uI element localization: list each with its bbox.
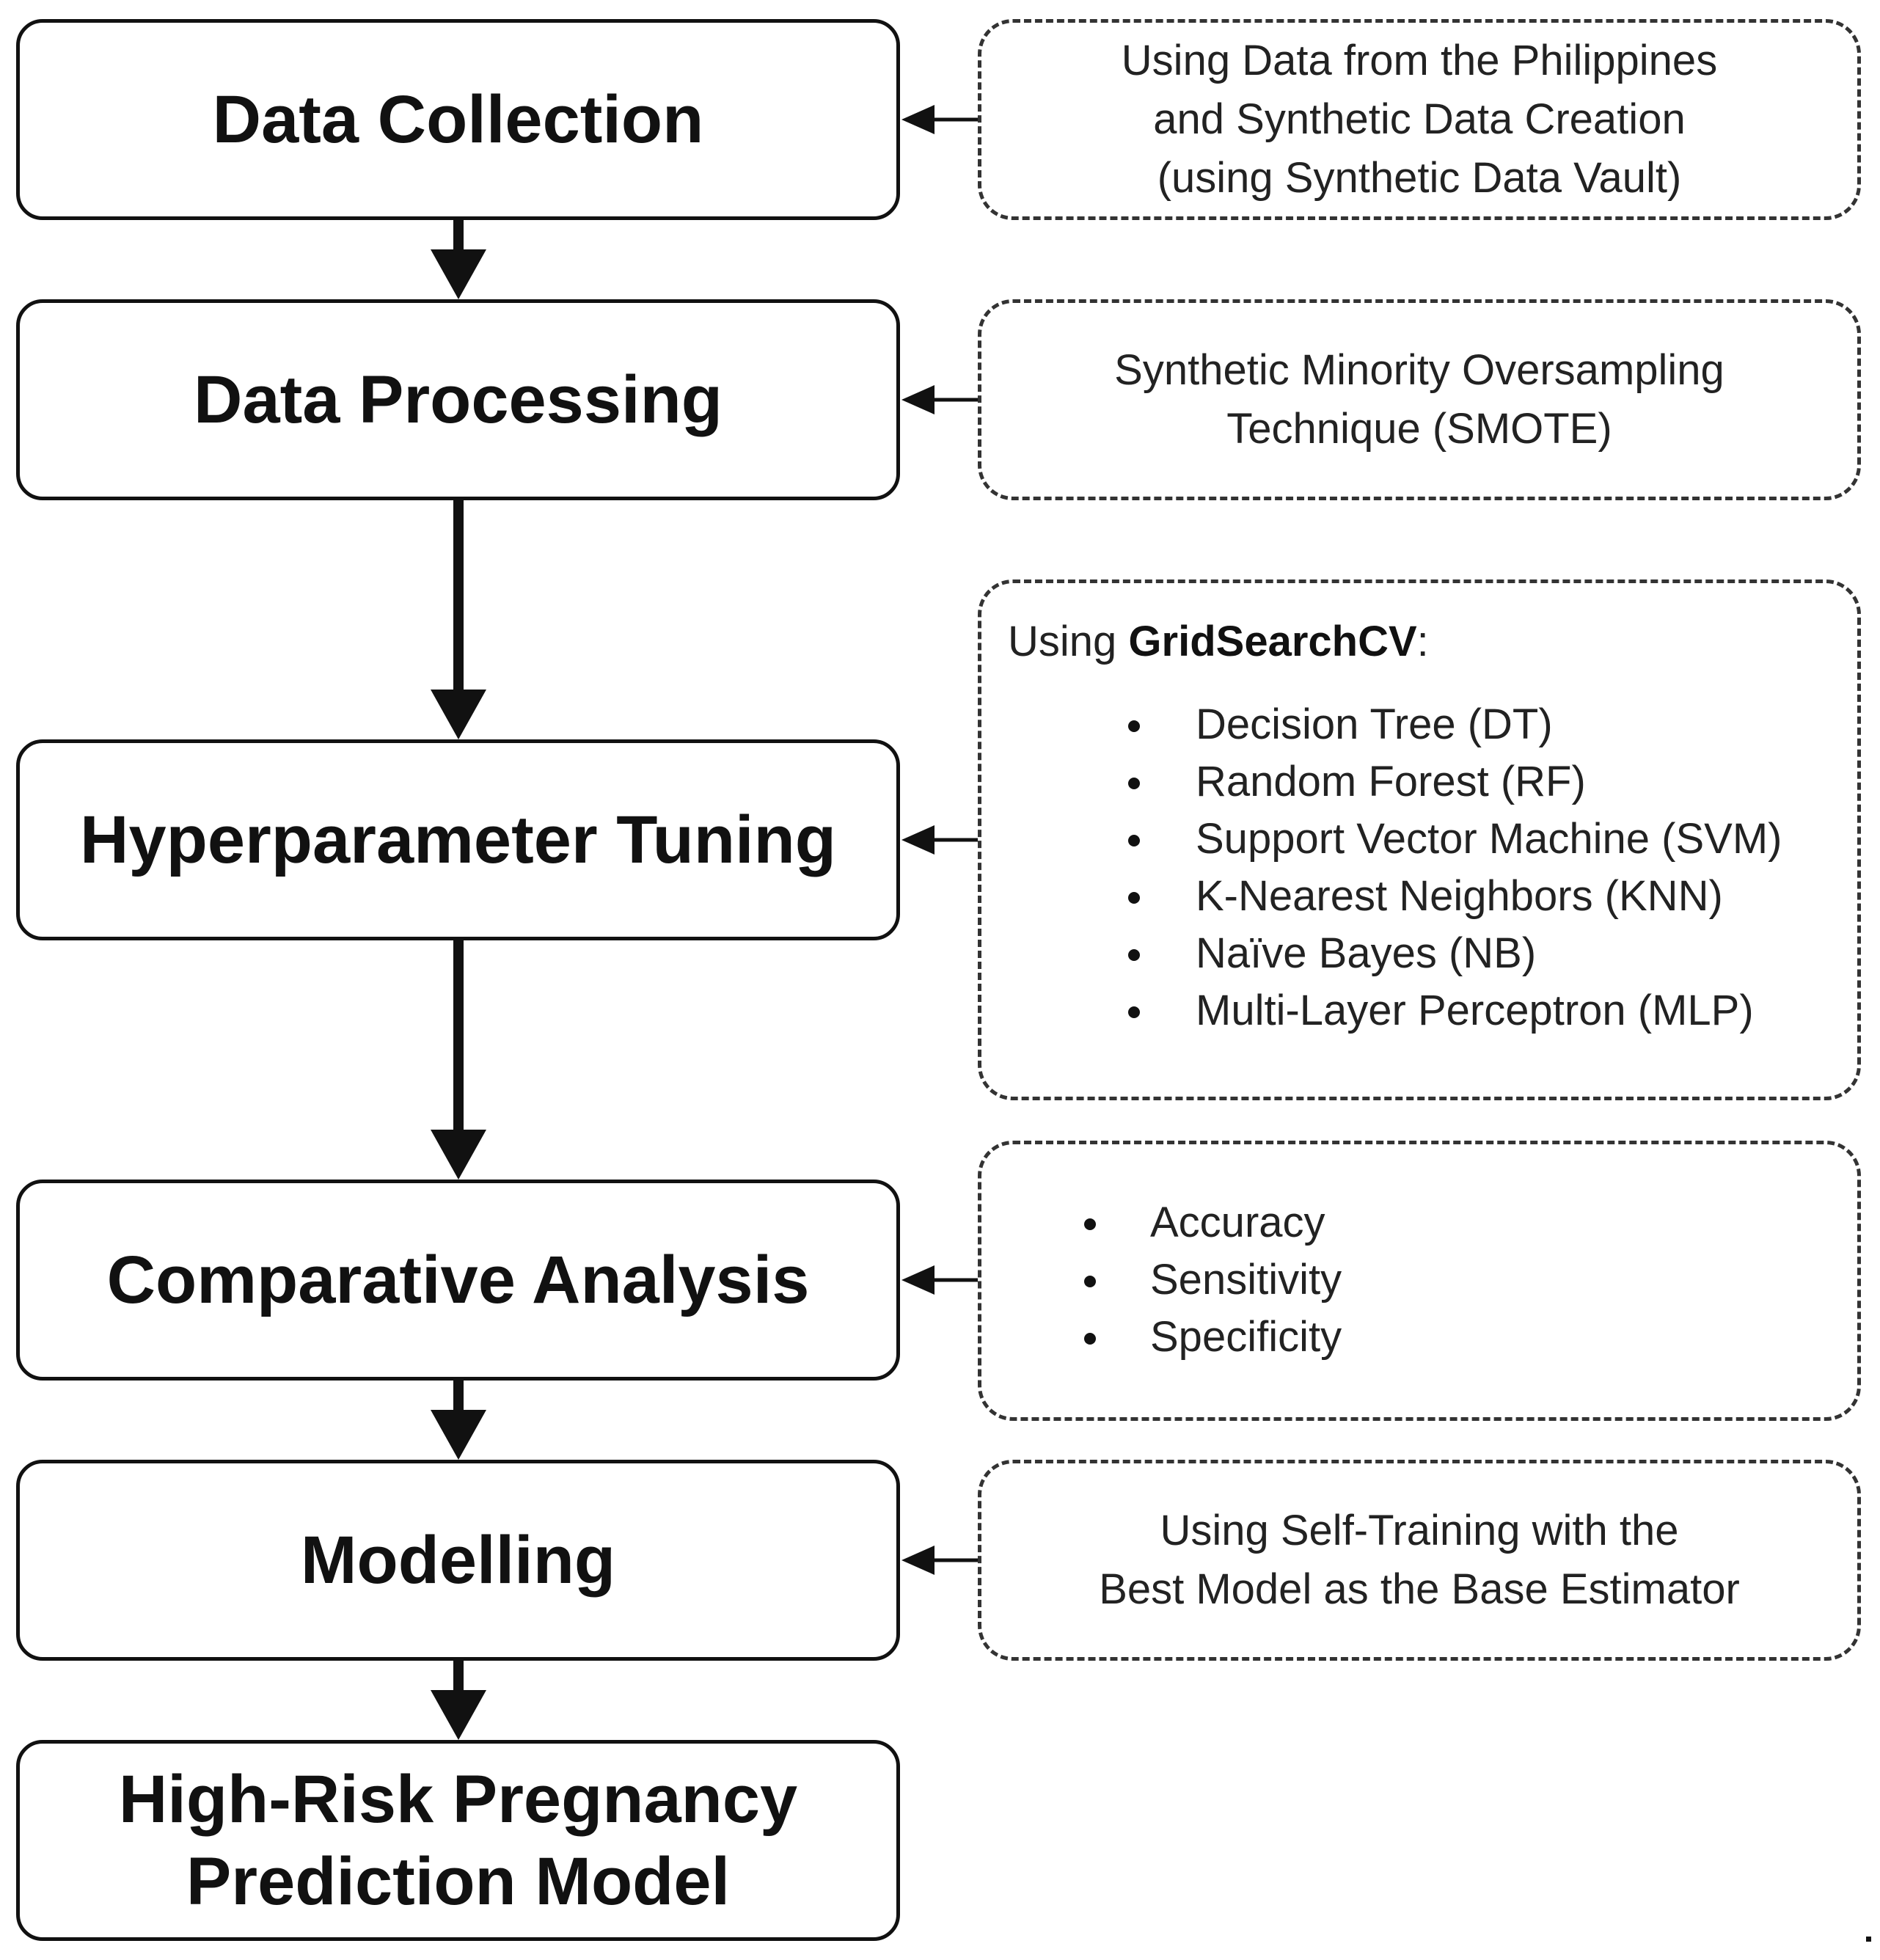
metric-list-item: Sensitivity <box>981 1251 1857 1309</box>
step-modelling-label: Modelling <box>300 1522 616 1598</box>
flow-arrow-analysis-to-modelling <box>431 1381 486 1460</box>
metric-list-item: Accuracy <box>981 1194 1857 1251</box>
step-final-model: High-Risk Pregnancy Prediction Model <box>16 1740 900 1941</box>
step-comparative-analysis-label: Comparative Analysis <box>106 1242 810 1317</box>
trailing-dot <box>1866 1937 1871 1942</box>
note-arrows <box>901 105 978 1575</box>
step-data-processing: Data Processing <box>16 299 900 500</box>
note-modelling: Using Self-Training with the Best Model … <box>978 1460 1861 1661</box>
note-arrow-comparative-analysis <box>901 1265 978 1295</box>
metric-list: Accuracy Sensitivity Specificity <box>981 1194 1857 1366</box>
flow-arrow-processing-to-tuning <box>431 500 486 739</box>
model-list-item: Naïve Bayes (NB) <box>1008 925 1857 982</box>
flow-arrow-tuning-to-analysis <box>431 940 486 1180</box>
note-comparative-analysis: Accuracy Sensitivity Specificity <box>978 1141 1861 1421</box>
note-arrow-modelling <box>901 1546 978 1575</box>
gridsearch-tool-name: GridSearchCV <box>1128 618 1417 665</box>
model-list-item: K-Nearest Neighbors (KNN) <box>1008 868 1857 925</box>
step-data-collection: Data Collection <box>16 19 900 220</box>
model-list-item: Random Forest (RF) <box>1008 753 1857 811</box>
note-data-collection: Using Data from the Philippines and Synt… <box>978 19 1861 220</box>
step-hyperparameter-tuning-label: Hyperparameter Tuning <box>80 802 836 877</box>
step-comparative-analysis: Comparative Analysis <box>16 1180 900 1381</box>
gridsearch-line: Using GridSearchCV: <box>1008 612 1857 671</box>
note-data-collection-text: Using Data from the Philippines and Synt… <box>1121 36 1718 202</box>
note-data-processing-text: Synthetic Minority Oversampling Techniqu… <box>1114 345 1724 453</box>
note-modelling-text: Using Self-Training with the Best Model … <box>1099 1506 1740 1613</box>
note-arrow-hyperparameter-tuning <box>901 825 978 855</box>
model-list-item: Decision Tree (DT) <box>1008 696 1857 753</box>
note-arrow-data-processing <box>901 385 978 414</box>
step-final-model-label: High-Risk Pregnancy Prediction Model <box>118 1761 798 1919</box>
metric-list-item: Specificity <box>981 1309 1857 1366</box>
model-list-item: Multi-Layer Perceptron (MLP) <box>1008 982 1857 1039</box>
step-modelling: Modelling <box>16 1460 900 1661</box>
step-data-collection-label: Data Collection <box>212 81 704 157</box>
flow-arrow-collection-to-processing <box>431 220 486 299</box>
step-data-processing-label: Data Processing <box>194 362 723 437</box>
note-hyperparameter-tuning: Using GridSearchCV: Decision Tree (DT) R… <box>978 579 1861 1100</box>
note-arrow-data-collection <box>901 105 978 134</box>
gridsearch-suffix: : <box>1416 618 1429 665</box>
gridsearch-prefix: Using <box>1008 618 1129 665</box>
note-data-processing: Synthetic Minority Oversampling Techniqu… <box>978 299 1861 500</box>
flow-arrow-modelling-to-final <box>431 1661 486 1740</box>
step-hyperparameter-tuning: Hyperparameter Tuning <box>16 739 900 940</box>
model-list-item: Support Vector Machine (SVM) <box>1008 811 1857 868</box>
model-list: Decision Tree (DT) Random Forest (RF) Su… <box>1008 696 1857 1039</box>
